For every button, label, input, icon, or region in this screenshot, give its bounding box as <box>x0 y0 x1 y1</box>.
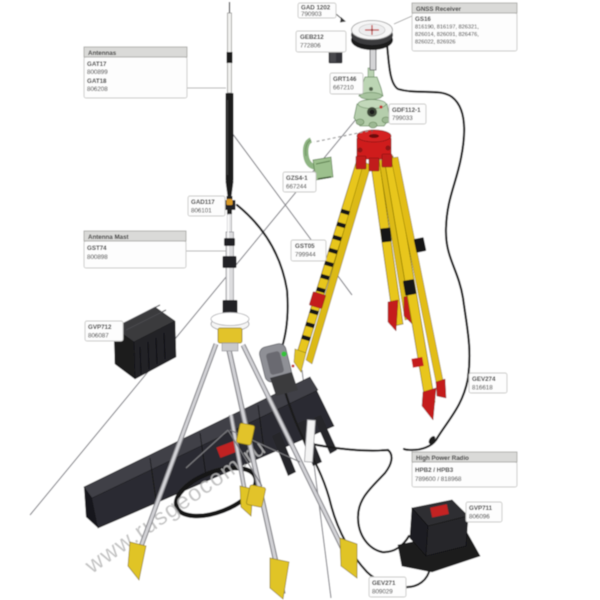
svg-text:Antenna Mast: Antenna Mast <box>88 234 129 241</box>
svg-text:High Power Radio: High Power Radio <box>416 455 469 462</box>
svg-text:799944: 799944 <box>295 252 316 259</box>
svg-text:GAD117: GAD117 <box>191 199 215 206</box>
svg-text:GNSS Receiver: GNSS Receiver <box>416 6 462 13</box>
svg-text:GVP712: GVP712 <box>88 324 112 331</box>
svg-text:816190, 816197, 826321,: 816190, 816197, 826321, <box>415 25 479 31</box>
svg-text:809029: 809029 <box>372 589 393 596</box>
svg-text:799033: 799033 <box>392 115 413 122</box>
svg-text:800898: 800898 <box>87 254 108 261</box>
svg-text:826022, 826926: 826022, 826926 <box>415 40 455 46</box>
svg-text:GAT18: GAT18 <box>87 78 107 85</box>
svg-text:HPB2 / HPB3: HPB2 / HPB3 <box>415 467 454 474</box>
svg-text:806087: 806087 <box>88 333 109 340</box>
svg-text:GVP711: GVP711 <box>469 505 493 512</box>
svg-text:GEB212: GEB212 <box>300 34 324 41</box>
svg-text:806208: 806208 <box>87 86 108 93</box>
svg-text:800899: 800899 <box>87 69 108 76</box>
svg-text:790903: 790903 <box>301 11 322 18</box>
svg-text:GAT17: GAT17 <box>87 61 107 68</box>
svg-text:772806: 772806 <box>300 43 321 50</box>
svg-text:GDF112-1: GDF112-1 <box>392 107 421 114</box>
svg-text:GRT146: GRT146 <box>333 76 357 83</box>
svg-text:GST05: GST05 <box>295 243 315 250</box>
svg-text:667210: 667210 <box>333 85 354 92</box>
svg-text:806101: 806101 <box>191 208 212 215</box>
svg-text:806096: 806096 <box>469 514 490 521</box>
svg-text:826014, 826091, 826476,: 826014, 826091, 826476, <box>415 32 479 38</box>
svg-text:GS16: GS16 <box>415 16 431 23</box>
svg-text:667244: 667244 <box>286 184 307 191</box>
svg-text:Antennas: Antennas <box>88 50 117 57</box>
svg-text:GEV274: GEV274 <box>472 376 496 383</box>
svg-text:789600 / 818968: 789600 / 818968 <box>415 476 462 483</box>
svg-text:816618: 816618 <box>472 385 493 392</box>
svg-text:GEV271: GEV271 <box>372 580 396 587</box>
svg-text:GZS4-1: GZS4-1 <box>286 175 308 182</box>
svg-text:GST74: GST74 <box>87 245 107 252</box>
svg-text:GAD 1202: GAD 1202 <box>301 5 331 12</box>
